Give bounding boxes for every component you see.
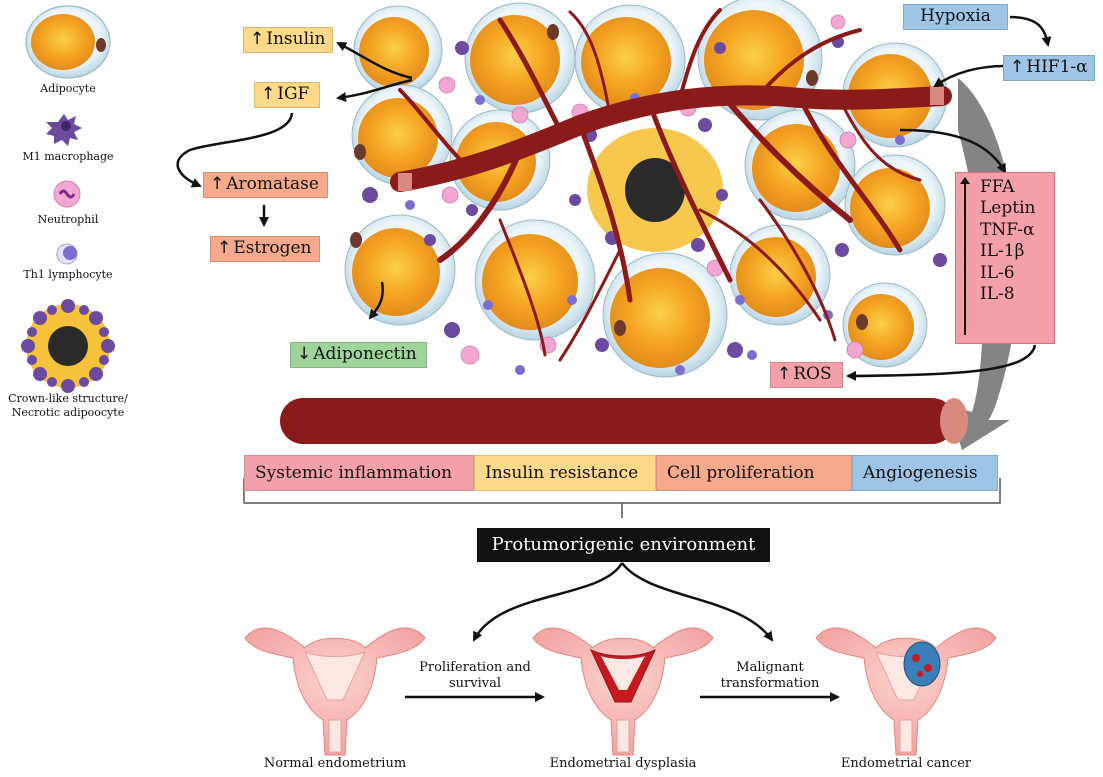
legend-macrophage-icon <box>46 114 82 146</box>
stage-cancer-label: Endometrial cancer <box>840 756 972 771</box>
transition-malignant-line2: transformation <box>720 676 820 691</box>
crown-like-structure <box>587 128 723 252</box>
legend-crown-label-2: Necrotic adipoocyte <box>11 406 125 419</box>
vessel-cut-end <box>398 173 412 191</box>
cytokine-il1b: IL-1β <box>980 241 1025 262</box>
hif1a-label: HIF1-α <box>1003 55 1095 81</box>
cytokine-leptin: Leptin <box>980 198 1036 219</box>
outcome-cell-proliferation: Cell proliferation <box>656 455 852 491</box>
legend-adipocyte-icon <box>25 5 111 79</box>
outcome-systemic-inflammation: Systemic inflammation <box>244 455 474 491</box>
legend-adipocyte-label: Adipocyte <box>40 82 96 95</box>
uterus-dysplasia-icon <box>532 627 714 756</box>
transition-proliferation-line1: Proliferation and <box>419 660 531 675</box>
cytokine-list: FFA Leptin TNF-α IL-1β IL-6 IL-8 <box>955 172 1055 344</box>
legend-macrophage-label: M1 macrophage <box>22 150 114 163</box>
stage-normal-label: Normal endometrium <box>263 756 407 771</box>
legend-crown-label-1: Crown-like structure/ <box>8 392 128 405</box>
insulin-label: Insulin <box>243 27 333 53</box>
transition-malignant-line1: Malignant <box>736 660 804 675</box>
adipose-tissue <box>344 0 952 378</box>
vessel-cut-end <box>930 87 944 105</box>
protumorigenic-environment-label: Protumorigenic environment <box>477 528 770 562</box>
uterus-cancer-icon <box>815 627 997 756</box>
immune-cells <box>362 14 947 375</box>
outcomes-row: Systemic inflammation Insulin resistance… <box>244 455 998 491</box>
legend-crown-like-icon <box>21 299 115 393</box>
adipocyte-cluster <box>344 0 948 378</box>
protumor-arrows <box>405 562 840 702</box>
legend-lymphocyte-icon <box>56 243 78 265</box>
cytokine-il6: IL-6 <box>980 262 1015 283</box>
ros-label: ROS <box>770 362 843 388</box>
adiponectin-label: Adiponectin <box>290 342 427 368</box>
cytokine-ffa: FFA <box>980 177 1015 197</box>
transition-proliferation-line2: survival <box>448 676 501 691</box>
stage-dysplasia-label: Endometrial dysplasia <box>549 756 697 771</box>
outcome-angiogenesis: Angiogenesis <box>852 455 998 491</box>
outcome-insulin-resistance: Insulin resistance <box>474 455 656 491</box>
legend-neutrophil-icon <box>53 180 81 208</box>
aromatase-label: Aromatase <box>203 172 328 198</box>
up-arrow-icon <box>960 177 970 335</box>
cytokine-tnfa: TNF-α <box>980 219 1035 240</box>
hypoxia-label: Hypoxia <box>903 4 1008 30</box>
estrogen-label: Estrogen <box>210 236 320 262</box>
arrows <box>176 15 1052 381</box>
legend-lymphocyte-label: Th1 lymphocyte <box>23 268 113 281</box>
tissue-blood-vessel <box>390 8 952 362</box>
legend-neutrophil-label: Neutrophil <box>37 213 99 226</box>
cytokine-il8: IL-8 <box>980 284 1015 305</box>
igf-label: IGF <box>254 82 320 108</box>
systemic-blood-vessel <box>280 398 968 444</box>
uterus-normal-icon <box>244 627 426 756</box>
